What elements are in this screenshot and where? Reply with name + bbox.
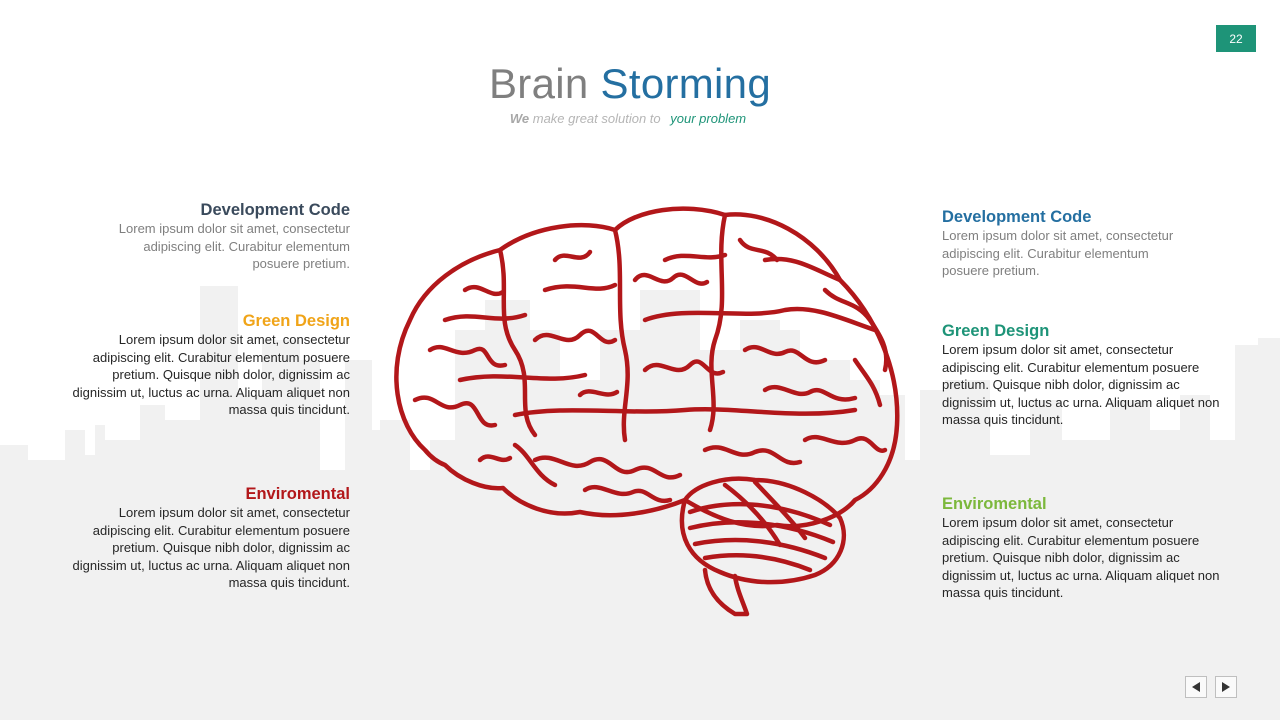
right-heading-development: Development Code (942, 208, 1092, 226)
right-item-environmental: Enviromental Lorem ipsum dolor sit amet,… (942, 494, 1222, 602)
slide-subtitle: We make great solution to your problem (0, 111, 1256, 126)
left-heading-environmental: Enviromental (245, 485, 350, 503)
left-item-environmental: Enviromental Lorem ipsum dolor sit amet,… (70, 484, 351, 592)
left-heading-green-design: Green Design (242, 312, 350, 330)
slide-title: Brain Storming (0, 60, 1260, 108)
right-heading-green-design: Green Design (942, 322, 1050, 340)
subtitle-we: We (509, 111, 530, 126)
subtitle-accent: your problem (670, 111, 747, 126)
right-item-development: Development Code Lorem ipsum dolor sit a… (942, 207, 1202, 280)
left-text-development: Lorem ipsum dolor sit amet, consectetur … (118, 221, 350, 272)
right-text-green-design: Lorem ipsum dolor sit amet, consectetur … (942, 342, 1220, 428)
left-text-green-design: Lorem ipsum dolor sit amet, consectetur … (72, 332, 351, 418)
right-text-development: Lorem ipsum dolor sit amet, consectetur … (942, 228, 1174, 279)
right-heading-environmental: Enviromental (942, 495, 1047, 513)
brain-illustration (394, 206, 900, 617)
left-item-development: Development Code Lorem ipsum dolor sit a… (70, 200, 350, 273)
triangle-right-icon (1222, 682, 1230, 692)
left-heading-development: Development Code (200, 201, 350, 219)
subtitle-middle: make great solution to (532, 111, 661, 126)
right-text-environmental: Lorem ipsum dolor sit amet, consectetur … (942, 515, 1220, 601)
left-text-environmental: Lorem ipsum dolor sit amet, consectetur … (72, 505, 351, 591)
prev-slide-button[interactable] (1185, 676, 1207, 698)
title-part-gray: Brain (488, 60, 589, 107)
left-item-green-design: Green Design Lorem ipsum dolor sit amet,… (70, 311, 351, 419)
next-slide-button[interactable] (1215, 676, 1237, 698)
triangle-left-icon (1192, 682, 1200, 692)
title-part-blue: Storming (600, 60, 771, 107)
page-number-badge: 22 (1216, 25, 1256, 52)
right-item-green-design: Green Design Lorem ipsum dolor sit amet,… (942, 321, 1222, 429)
